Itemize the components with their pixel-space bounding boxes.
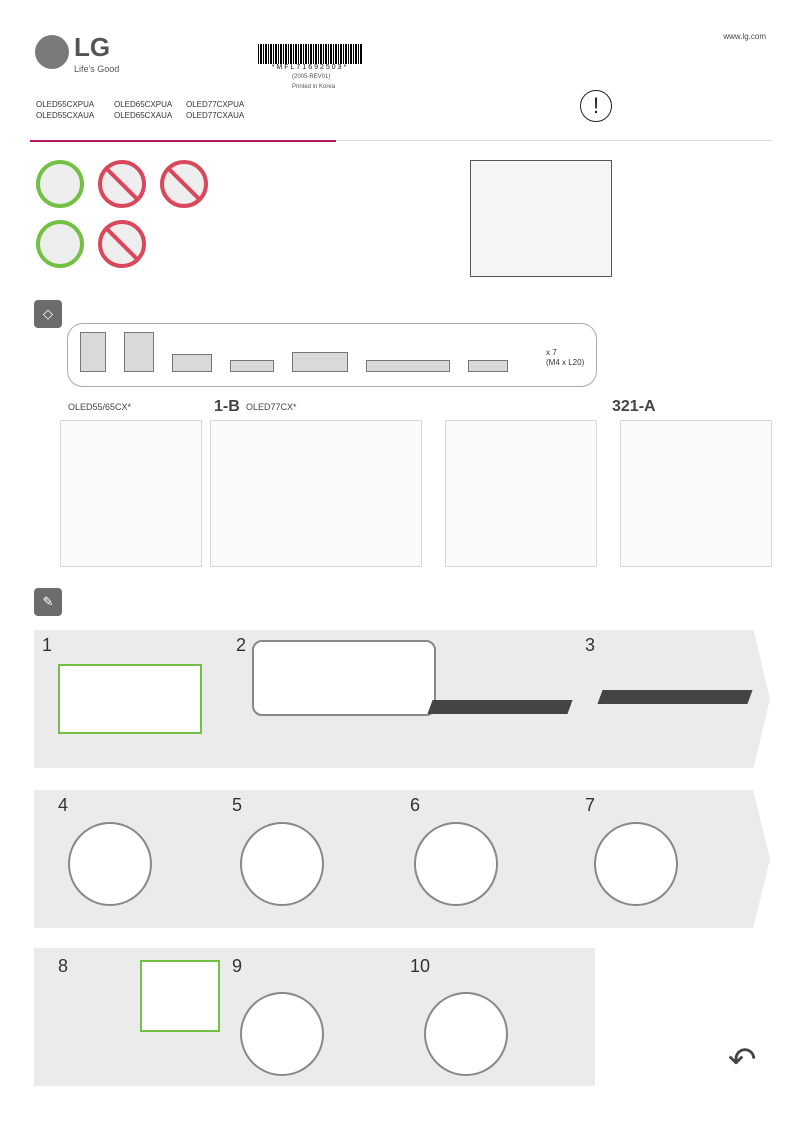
lg-logo-icon	[35, 35, 69, 69]
detail-circle	[424, 992, 508, 1076]
step-number: 6	[410, 795, 421, 815]
warning-icon: !	[580, 90, 612, 122]
remote-icon	[80, 332, 106, 372]
step-number: 3	[585, 635, 596, 655]
revision-text: (2005-REV01)	[292, 74, 331, 80]
model-group-b-label: OLED77CX*	[246, 402, 297, 412]
step-1b-label: 1-B	[214, 398, 240, 415]
stand-base-icon	[292, 352, 348, 372]
tv-panel-illustration	[597, 690, 753, 704]
brand-name: LG	[74, 32, 111, 62]
website-link[interactable]: www.lg.com	[723, 32, 766, 41]
barcode-number: *MFL71692503*	[271, 64, 349, 71]
step-number: 5	[232, 795, 243, 815]
step-number: 9	[232, 956, 243, 976]
step-number: 10	[410, 956, 431, 976]
hold-edges-icon	[36, 220, 84, 268]
detail-circle	[594, 822, 678, 906]
detail-circle	[240, 822, 324, 906]
unpack-illustration-b	[210, 420, 422, 567]
no-touch-screen-icon	[98, 220, 146, 268]
step-number: 1	[42, 635, 53, 655]
screw-quantity: x 7 (M4 x L20)	[546, 348, 585, 367]
step-321a-label: 321-A	[612, 398, 656, 415]
header-divider	[336, 140, 772, 141]
box-open-icon: ◇	[34, 300, 62, 328]
model-name: OLED77CXPUA	[186, 100, 245, 109]
step-number: 4	[58, 795, 69, 815]
model-name: OLED65CXPUA	[114, 100, 173, 109]
step-number: 7	[585, 795, 596, 815]
parts-list	[80, 332, 580, 372]
brand-rule	[30, 140, 336, 142]
detail-circle	[240, 992, 324, 1076]
step-number: 8	[58, 956, 69, 976]
model-name: OLED77CXAUA	[186, 111, 245, 120]
page-turn-icon: ↶	[728, 1041, 757, 1079]
shipping-box-illustration	[470, 160, 612, 277]
no-carry-flat-icon	[160, 160, 208, 208]
lift-tv-illustration	[445, 420, 597, 567]
lift-correctly-icon	[36, 160, 84, 208]
stand-bar-icon	[366, 360, 450, 372]
tv-panel-illustration	[427, 700, 573, 714]
cover-icon	[468, 360, 508, 372]
model-list: OLED55CXPUA OLED65CXPUA OLED77CXPUA OLED…	[36, 100, 264, 120]
brand-tagline: Life's Good	[74, 64, 120, 74]
battery-cable-icon	[172, 354, 212, 372]
model-name: OLED55CXPUA	[36, 100, 95, 109]
step-number: 2	[236, 635, 247, 655]
cable-icon	[230, 360, 274, 372]
detail-circle	[68, 822, 152, 906]
printed-text: Printed in Korea	[292, 84, 336, 90]
model-name: OLED55CXAUA	[36, 111, 95, 120]
detail-circle	[414, 822, 498, 906]
model-name: OLED65CXAUA	[114, 111, 173, 120]
manual-icon	[124, 332, 154, 372]
model-group-a-label: OLED55/65CX*	[68, 402, 132, 412]
unpack-illustration-a	[60, 420, 202, 567]
brush-icon: ✎	[34, 588, 62, 616]
table-placement-illustration	[620, 420, 772, 567]
tv-back-illustration	[58, 664, 202, 734]
tv-screen-illustration	[140, 960, 220, 1032]
barcode	[258, 44, 362, 64]
stand-detail-callout	[252, 640, 436, 716]
no-single-person-lift-icon	[98, 160, 146, 208]
